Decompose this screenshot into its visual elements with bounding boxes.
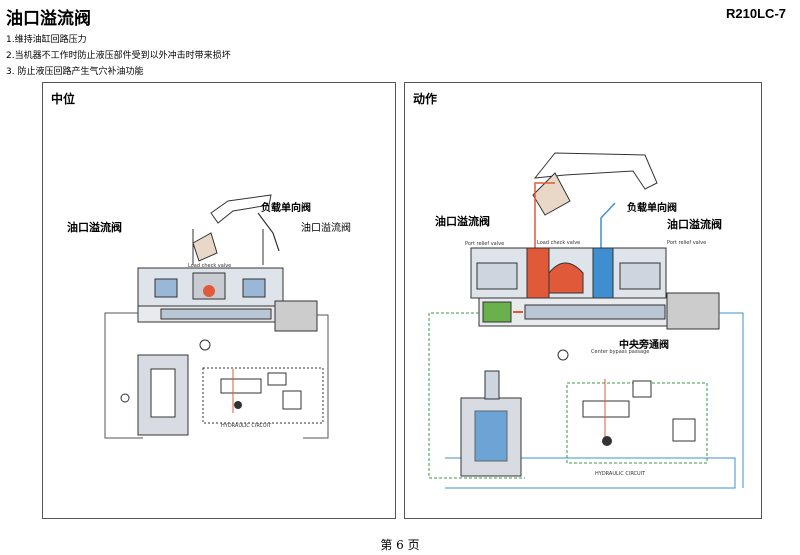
port-relief-label-left: 油口溢流阀 <box>435 215 490 228</box>
neutral-heading: 中位 <box>51 92 76 106</box>
page-number: 第 6 页 <box>380 538 420 552</box>
circuit-caption: HYDRAULIC CIRCUIT <box>595 471 646 477</box>
center-bypass-small: Center bypass passage <box>591 349 650 355</box>
function-line-3: 3. 防止液压回路产生气穴补油功能 <box>6 67 144 77</box>
load-check-label: 负载单向阀 <box>627 203 677 214</box>
action-heading: 动作 <box>413 92 438 106</box>
function-line-1: 1.维持油缸回路压力 <box>6 35 87 45</box>
function-list: 1.维持油缸回路压力 2.当机器不工作时防止液压部件受到以外冲击时带来损坏 3.… <box>6 32 231 80</box>
load-check-label: 负载单向阀 <box>261 203 311 214</box>
port-relief-small-left: Port relief valve <box>465 241 505 247</box>
port-relief-small-right: Port relief valve <box>667 240 707 246</box>
page-title: 油口溢流阀 <box>6 9 91 29</box>
model-number: R210LC-7 <box>726 6 786 21</box>
neutral-valve-diagram <box>104 194 329 439</box>
port-relief-label-right: 油口溢流阀 <box>301 223 351 234</box>
load-check-small: Load check valve <box>537 240 581 246</box>
port-relief-label-right: 油口溢流阀 <box>667 218 722 231</box>
load-check-small: Load check valve <box>188 263 232 269</box>
action-valve-diagram <box>428 152 744 489</box>
neutral-panel: 中位 油口溢流阀 负载单向阀 油口溢流阀 Load check <box>42 82 396 519</box>
port-relief-label-left: 油口溢流阀 <box>67 221 122 234</box>
center-bypass-label: 中央旁通阀 <box>619 340 669 351</box>
action-panel: 动作 油口溢流阀 负载单向阀 <box>404 82 762 519</box>
circuit-caption: HYDRAULIC CIRCUIT <box>221 423 272 429</box>
function-line-2: 2.当机器不工作时防止液压部件受到以外冲击时带来损坏 <box>6 51 231 61</box>
